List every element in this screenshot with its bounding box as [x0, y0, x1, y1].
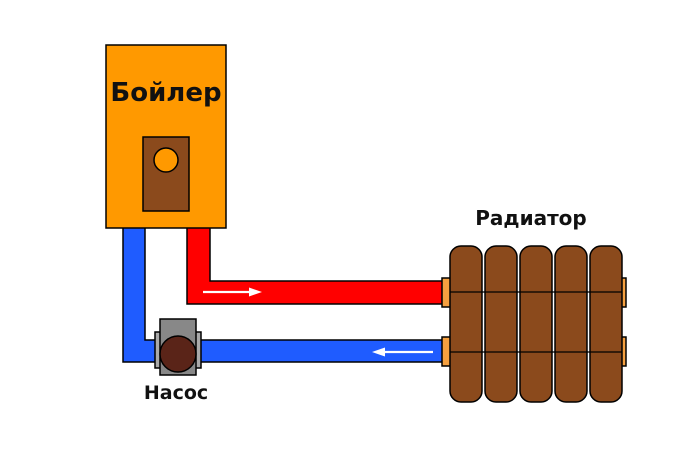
boiler: Бойлер — [105, 44, 227, 229]
return-flow-arrow — [372, 347, 433, 357]
radiator-section — [484, 245, 518, 403]
pump: Насос — [144, 318, 208, 404]
radiator-section — [589, 245, 623, 403]
radiator-section — [519, 245, 553, 403]
boiler-label: Бойлер — [110, 78, 221, 108]
supply-flow-arrow — [203, 287, 262, 297]
radiator-section — [554, 245, 588, 403]
pump-label: Насос — [144, 382, 208, 404]
radiator-label: Радиатор — [475, 206, 586, 230]
radiator-section — [449, 245, 483, 403]
boiler-indicator-icon — [153, 147, 179, 173]
radiator: Радиатор — [441, 206, 627, 403]
pump-rotor-icon — [159, 335, 197, 373]
